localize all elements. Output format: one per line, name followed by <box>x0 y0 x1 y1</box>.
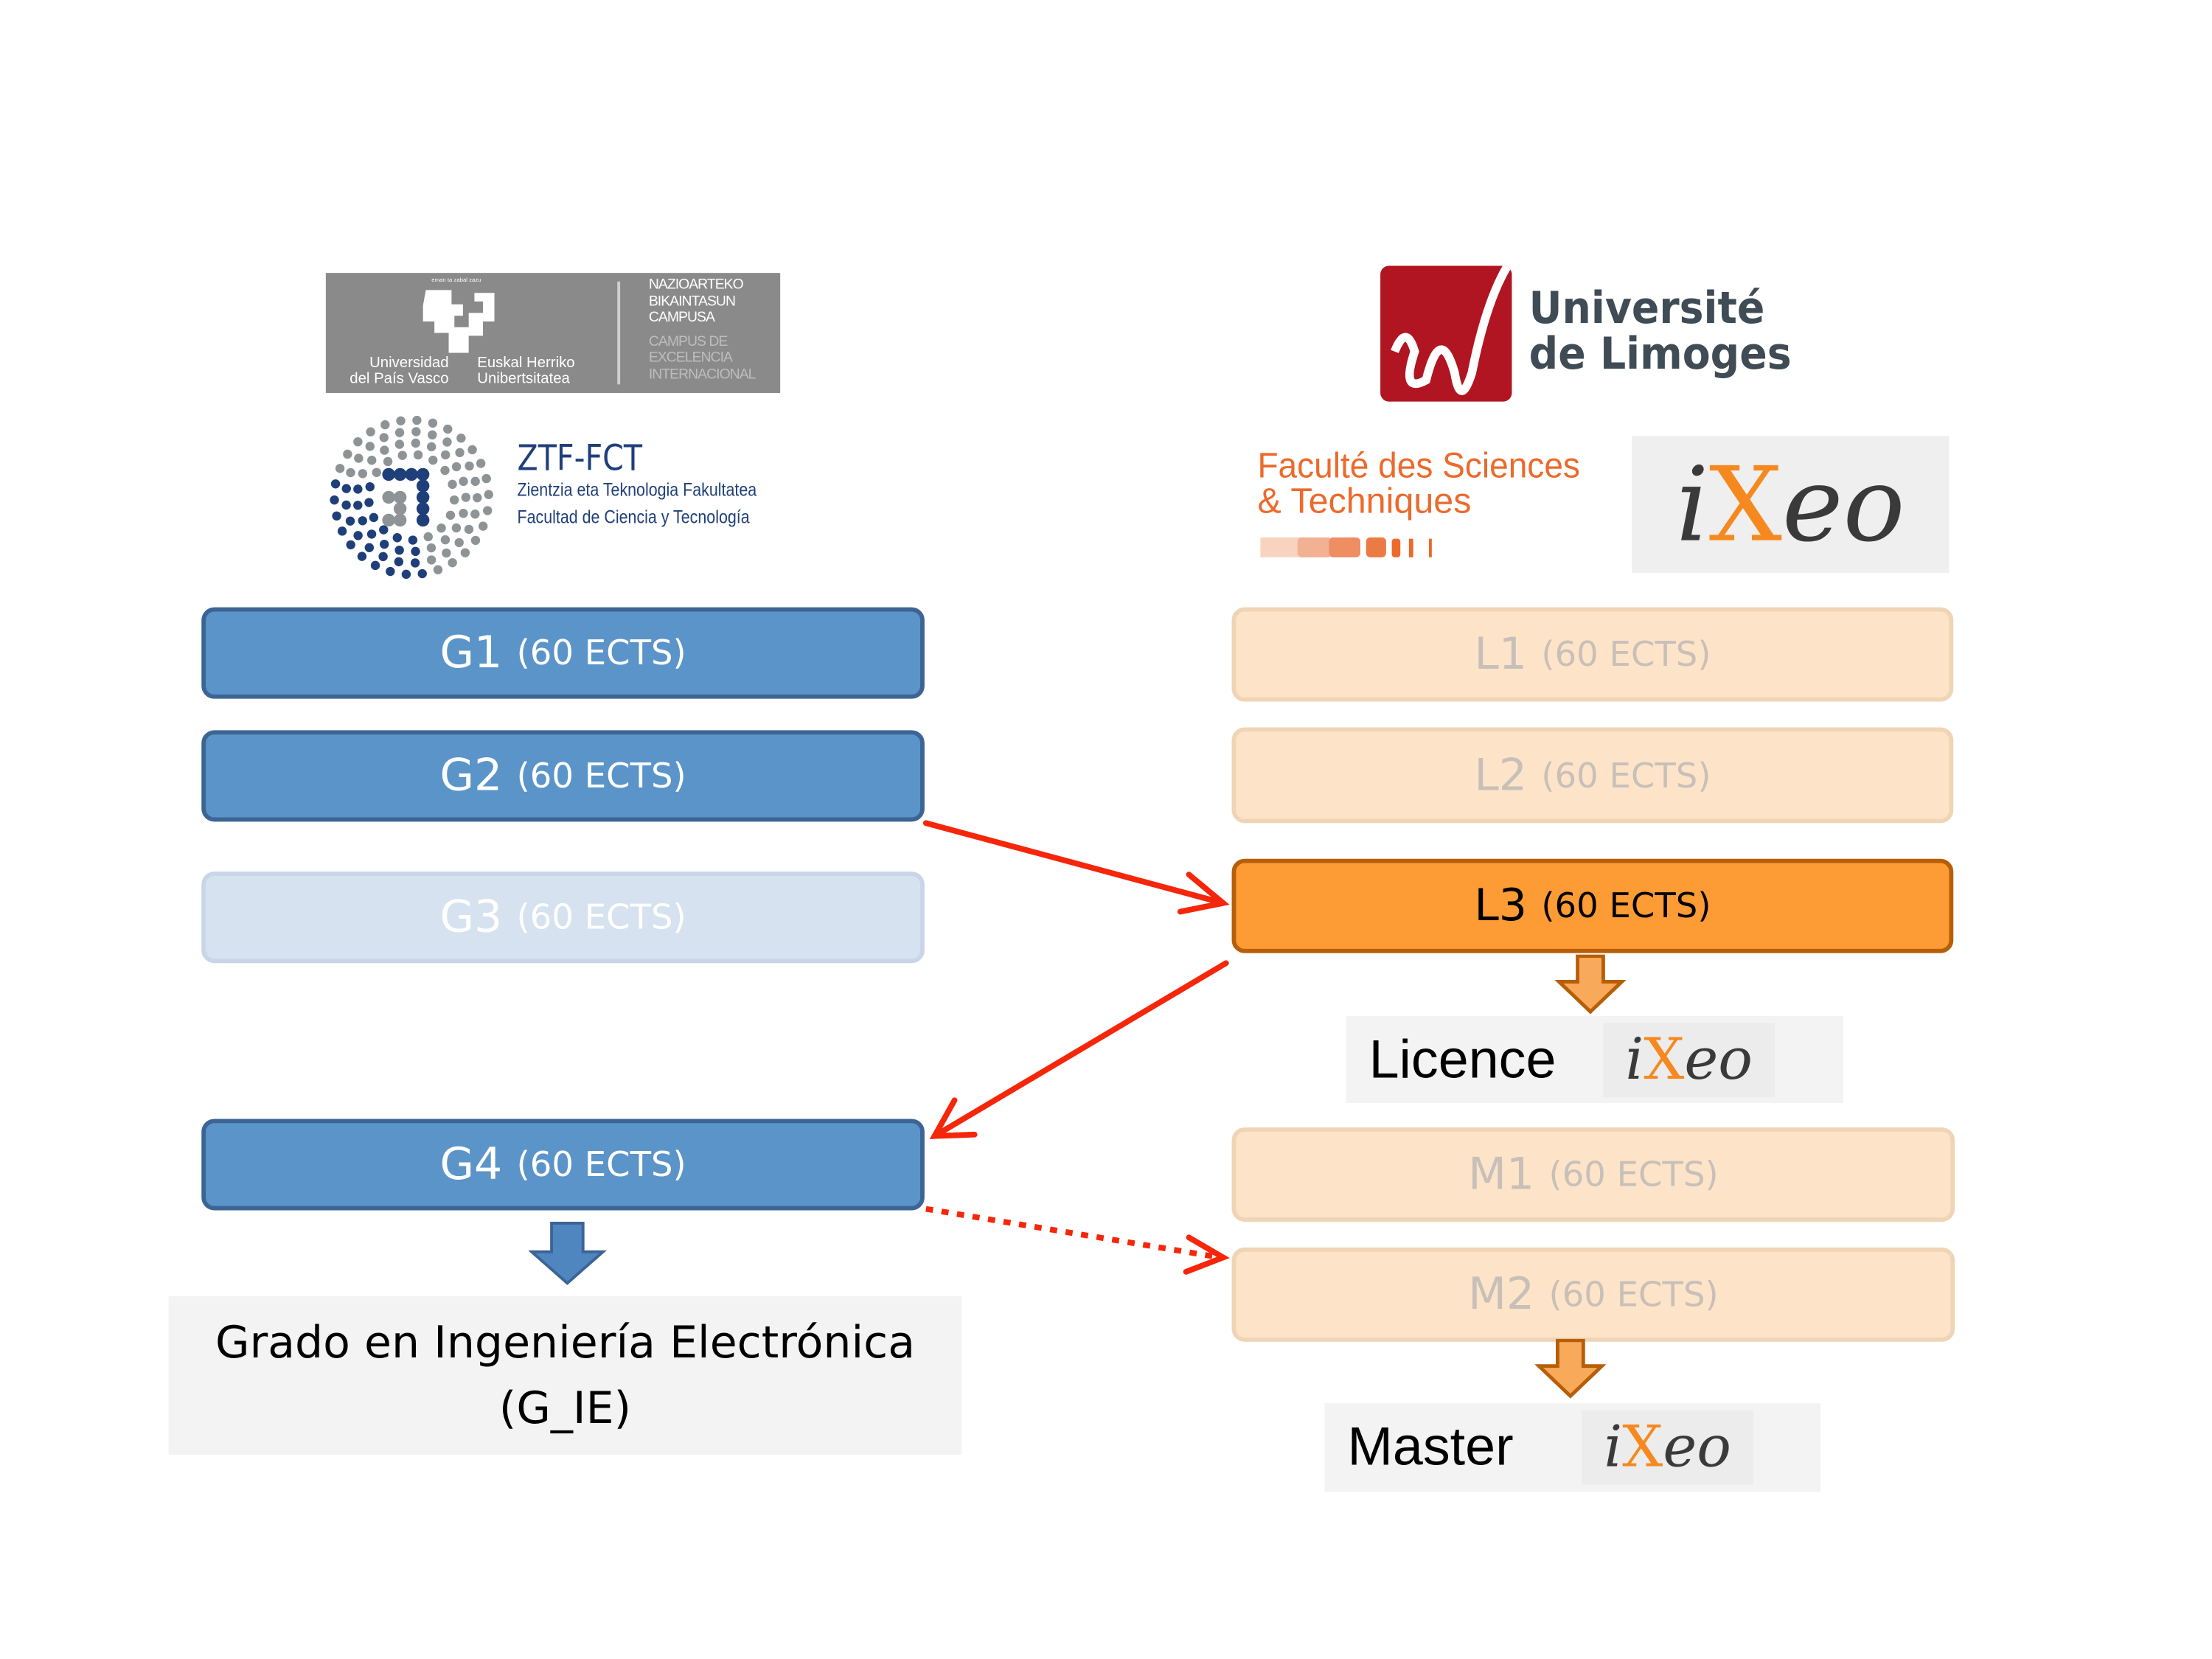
arrow-l3-to-g4 <box>931 960 1229 1139</box>
ztf-title: ZTF-FCT <box>517 437 643 479</box>
arrow-g2-to-l3 <box>922 820 1226 906</box>
arrow-head-icon <box>1177 872 1230 915</box>
year-code: M2 <box>1468 1268 1535 1321</box>
arrow-head-icon <box>1183 1234 1230 1275</box>
ixeo-eo: eo <box>1684 1027 1753 1093</box>
ztf-line-2: Facultad de Ciencia y Tecnología <box>517 506 750 528</box>
ixeo-x: X <box>1644 1027 1685 1093</box>
ixeo-eo: eo <box>1663 1414 1731 1481</box>
fst-bars-icon <box>1260 537 1432 557</box>
year-box-l1: L1 (60 ECTS) <box>1231 607 1954 702</box>
degree-box: Grado en Ingeniería Electrónica (G_IE) <box>168 1295 962 1455</box>
upv-name-eu-2: Unibertsitatea <box>477 369 570 388</box>
year-box-m2: M2 (60 ECTS) <box>1231 1247 1955 1342</box>
ztf-line-1: Zientzia eta Teknologia Fakultatea <box>517 479 757 501</box>
year-ects: (60 ECTS) <box>516 897 686 938</box>
degree-code: (G_IE) <box>498 1382 632 1435</box>
ixeo-eo: eo <box>1781 444 1905 565</box>
year-box-g2: G2 (60 ECTS) <box>201 730 925 822</box>
ixeo-i: i <box>1676 444 1709 565</box>
year-ects: (60 ECTS) <box>1548 1274 1719 1315</box>
ixeo-logo-small: iXeo <box>1603 1023 1775 1098</box>
ixeo-logo: iXeo <box>1632 436 1950 574</box>
year-box-l3: L3 (60 ECTS) <box>1231 858 1954 953</box>
upv-name-eu-1: Euskal Herriko <box>477 354 575 372</box>
ixeo-x: X <box>1622 1414 1663 1481</box>
year-ects: (60 ECTS) <box>1541 886 1711 926</box>
upv-emblem-icon <box>422 290 495 353</box>
fst-line-2: & Techniques <box>1257 481 1472 522</box>
year-box-m1: M1 (60 ECTS) <box>1231 1127 1955 1222</box>
master-label: Master <box>1347 1417 1514 1478</box>
year-box-l2: L2 (60 ECTS) <box>1231 727 1954 824</box>
ixeo-i: i <box>1604 1414 1623 1481</box>
fst-line-1: Faculté des Sciences <box>1257 445 1580 486</box>
year-ects: (60 ECTS) <box>516 1144 686 1185</box>
year-ects: (60 ECTS) <box>1541 755 1711 796</box>
upv-name-es-2: del País Vasco <box>349 369 449 388</box>
campus-es-2: EXCELENCIA <box>648 349 733 366</box>
campus-es-1: CAMPUS DE <box>648 333 728 349</box>
ixeo-i: i <box>1625 1027 1644 1093</box>
year-ects: (60 ECTS) <box>516 756 686 796</box>
down-arrow-icon <box>1534 1338 1607 1399</box>
ixeo-logo-small: iXeo <box>1582 1410 1753 1485</box>
ul-emblem-icon <box>1380 265 1512 402</box>
year-box-g1: G1 (60 ECTS) <box>201 607 925 699</box>
year-code: G3 <box>439 891 503 944</box>
year-code: M1 <box>1468 1149 1535 1200</box>
licence-box: Licence iXeo <box>1346 1015 1844 1104</box>
arrow-head-icon <box>929 1097 978 1139</box>
campus-es-3: INTERNACIONAL <box>648 366 757 383</box>
master-box: Master iXeo <box>1324 1403 1821 1492</box>
degree-name: Grado en Ingeniería Electrónica <box>215 1317 916 1369</box>
year-code: L3 <box>1474 880 1528 932</box>
down-arrow-icon <box>529 1221 607 1285</box>
campus-eu-3: CAMPUSA <box>648 310 715 326</box>
ul-line-2: de Limoges <box>1528 328 1792 380</box>
year-code: G2 <box>439 750 503 802</box>
ul-line-1: Université <box>1528 282 1765 335</box>
campus-eu-2: BIKAINTASUN <box>648 293 736 310</box>
ztf-emblem-icon <box>330 415 493 580</box>
upv-name-es-1: Universidad <box>369 354 449 372</box>
year-code: G4 <box>439 1138 503 1191</box>
ixeo-x: X <box>1708 444 1782 565</box>
year-box-g4: G4 (60 ECTS) <box>201 1119 925 1211</box>
campus-eu-1: NAZIOARTEKO <box>648 276 744 293</box>
arrow-g4-to-m2-dotted <box>925 1206 1221 1261</box>
upv-logo: eman ta zabal zazu Universidad del País … <box>325 273 781 393</box>
licence-label: Licence <box>1368 1030 1557 1091</box>
year-code: G1 <box>439 627 503 679</box>
year-code: L2 <box>1474 749 1528 801</box>
upv-divider <box>617 281 621 385</box>
down-arrow-icon <box>1554 954 1627 1015</box>
year-ects: (60 ECTS) <box>1541 634 1711 675</box>
year-box-g3: G3 (60 ECTS) <box>201 872 925 964</box>
year-ects: (60 ECTS) <box>516 633 686 673</box>
year-code: L1 <box>1474 628 1528 681</box>
upv-motto: eman ta zabal zazu <box>431 276 481 283</box>
year-ects: (60 ECTS) <box>1548 1154 1719 1195</box>
